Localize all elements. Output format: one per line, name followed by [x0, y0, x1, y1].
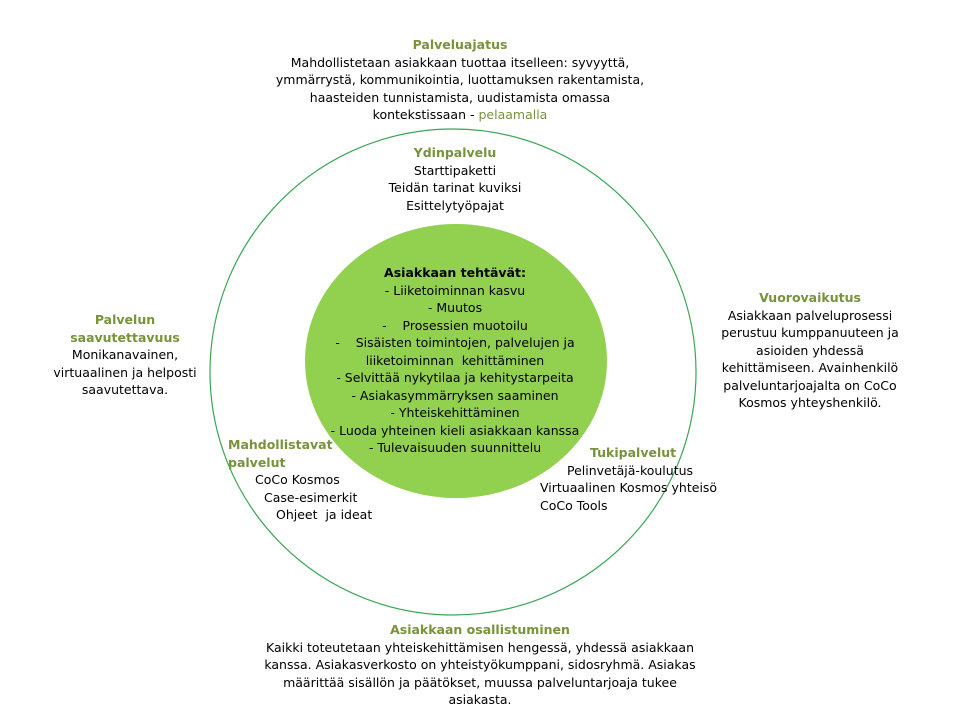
vuorovaikutus-line: palveluntarjoajalta on CoCo	[723, 377, 897, 393]
saavutettavuus-block: Palvelun saavutettavuus Monikanavainen, …	[40, 311, 210, 399]
vuorovaikutus-line: asioiden yhdessä	[756, 342, 864, 358]
ydinpalvelu-heading: Ydinpalvelu	[413, 145, 497, 160]
vuorovaikutus-line: Kosmos yhteyshenkilö.	[738, 395, 882, 410]
tukipalvelut-item: CoCo Tools	[540, 497, 608, 513]
osallistuminen-line: kanssa. Asiakasverkosto on yhteistyökump…	[264, 657, 696, 672]
ydinpalvelu-item: Starttipaketti	[413, 162, 497, 178]
mahdollistavat-block: Mahdollistavat palvelut CoCo Kosmos Case…	[228, 436, 398, 524]
mahdollistavat-heading: palvelut	[228, 454, 286, 470]
palveluajatus-line: haasteiden tunnistamista, uudistamista o…	[309, 89, 611, 105]
inner-circle	[305, 224, 607, 498]
tehtava-item: - Muutos	[427, 300, 483, 315]
saavutettavuus-heading: Palvelun	[94, 312, 156, 327]
saavutettavuus-line: virtuaalinen ja helposti	[53, 364, 197, 380]
palveluajatus-line: Mahdollistetaan asiakkaan tuottaa itsell…	[290, 54, 630, 70]
vuorovaikutus-block: Vuorovaikutus Asiakkaan palveluprosessi …	[705, 289, 915, 412]
vuorovaikutus-line: kehittämiseen. Avainhenkilö	[721, 360, 899, 375]
osallistuminen-line: asiakasta.	[448, 692, 512, 707]
tehtava-item: - Sisäisten toimintojen, palvelujen ja	[335, 335, 575, 350]
osallistuminen-line: Kaikki toteutetaan yhteiskehittämisen he…	[266, 639, 694, 655]
mahdollistavat-heading: Mahdollistavat	[228, 437, 333, 452]
tukipalvelut-item: Virtuaalinen Kosmos yhteisö	[540, 480, 718, 495]
tehtava-item: - Yhteiskehittäminen	[390, 405, 520, 420]
mahdollistavat-item: Ohjeet ja ideat	[276, 507, 373, 522]
osallistuminen-line: määrittää sisällön ja päätökset, muussa …	[283, 674, 677, 690]
vuorovaikutus-line: perustuu kumppanuuteen ja	[721, 325, 899, 340]
osallistuminen-block: Asiakkaan osallistuminen Kaikki toteutet…	[220, 621, 740, 709]
saavutettavuus-line: Monikanavainen,	[71, 347, 179, 362]
tukipalvelut-item: Pelinvetäjä-koulutus	[567, 462, 694, 478]
asiakkaan-tehtavat-block: Asiakkaan tehtävät: - Liiketoiminnan kas…	[315, 264, 595, 457]
osallistuminen-heading: Asiakkaan osallistuminen	[390, 622, 570, 637]
saavutettavuus-line: saavutettava.	[81, 382, 169, 397]
tehtava-item: liiketoiminnan kehittäminen	[365, 352, 545, 368]
saavutettavuus-heading: saavutettavuus	[70, 329, 180, 345]
mahdollistavat-item: CoCo Kosmos	[255, 472, 340, 487]
palveluajatus-last-line: kontekstissaan - pelaamalla	[250, 106, 670, 124]
palveluajatus-last-text: kontekstissaan -	[372, 107, 479, 122]
asiakkaan-tehtavat-heading: Asiakkaan tehtävät:	[384, 265, 526, 280]
tukipalvelut-heading: Tukipalvelut	[590, 445, 677, 460]
tukipalvelut-block: Tukipalvelut Pelinvetäjä-koulutus Virtua…	[540, 444, 740, 514]
ydinpalvelu-block: Ydinpalvelu Starttipaketti Teidän tarina…	[355, 144, 555, 214]
tehtava-item: - Selvittää nykytilaa ja kehitystarpeita	[336, 370, 574, 385]
tehtava-item: - Liiketoiminnan kasvu	[384, 282, 526, 298]
outer-ring	[209, 128, 697, 616]
vuorovaikutus-heading: Vuorovaikutus	[759, 290, 861, 305]
palveluajatus-heading: Palveluajatus	[412, 37, 508, 52]
mahdollistavat-item: Case-esimerkit	[264, 489, 358, 505]
ydinpalvelu-item: Teidän tarinat kuviksi	[388, 180, 522, 195]
tehtava-item: - Prosessien muotoilu	[382, 317, 528, 333]
tehtava-item: - Tulevaisuuden suunnittelu	[368, 440, 542, 455]
ydinpalvelu-item: Esittelytyöpajat	[406, 197, 504, 213]
palveluajatus-line: ymmärrystä, kommunikointia, luottamuksen…	[275, 72, 645, 87]
vuorovaikutus-line: Asiakkaan palveluprosessi	[727, 307, 893, 323]
palveluajatus-block: Palveluajatus Mahdollistetaan asiakkaan …	[250, 36, 670, 124]
palveluajatus-accent-word: pelaamalla	[478, 107, 548, 122]
tehtava-item: - Asiakasymmärryksen saaminen	[351, 387, 559, 403]
tehtava-item: - Luoda yhteinen kieli asiakkaan kanssa	[330, 422, 580, 438]
